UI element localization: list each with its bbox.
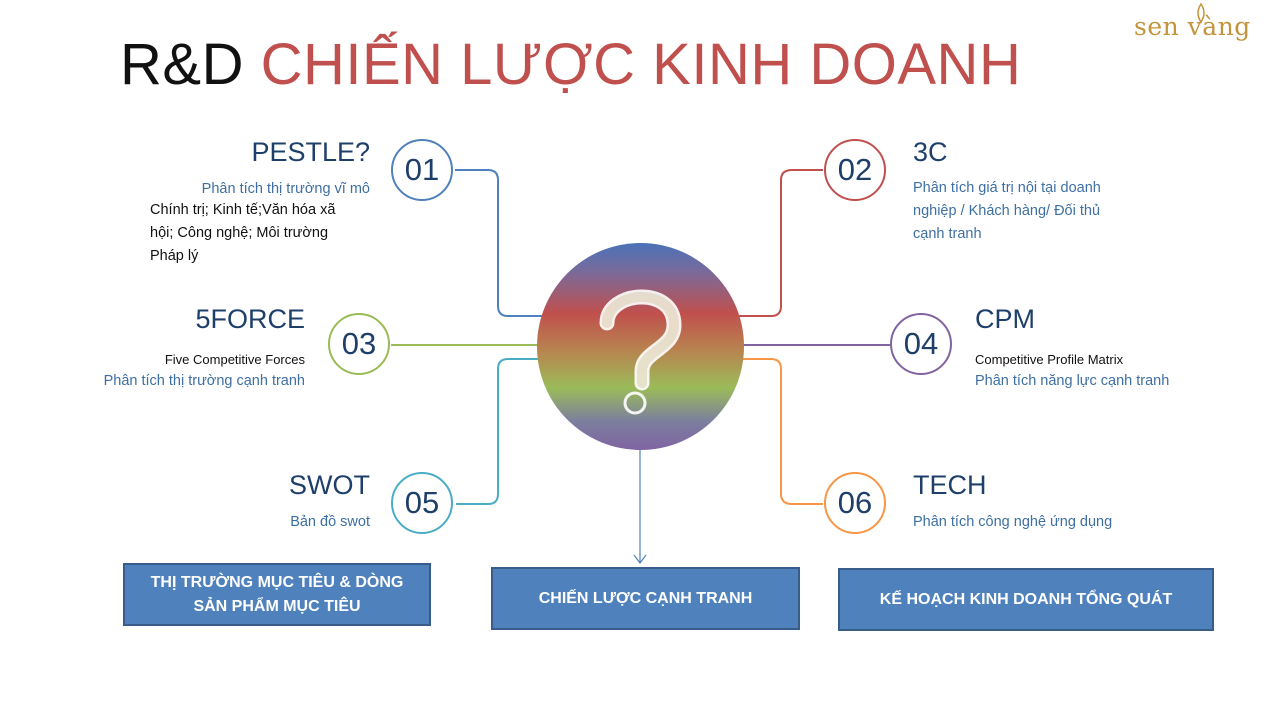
question-mark-icon [599,289,682,415]
number-circle-02: 02 [824,139,886,201]
center-question-circle [537,243,744,450]
item-03-english: Five Competitive Forces [164,352,305,367]
item-04-subtitle: Phân tích năng lực cạnh tranh [975,373,1170,389]
item-04-english: Competitive Profile Matrix [975,352,1124,367]
item-06-subtitle: Phân tích công nghệ ứng dụng [913,514,1113,530]
item-04-title: CPM [975,304,1035,334]
item-05-title: SWOT [289,470,370,500]
number-circle-03: 03 [328,313,390,375]
connector-02 [738,169,823,317]
number-circle-05: 05 [391,472,453,534]
target-market-box: THỊ TRƯỜNG MỤC TIÊU & DÒNG SẢN PHẨM MỤC … [123,563,431,626]
target-market-line1: THỊ TRƯỜNG MỤC TIÊU & DÒNG [150,573,404,591]
item-02-subtitle-line: cạnh tranh [913,226,982,242]
logo-text: sen vàng [1134,12,1251,41]
sen-vang-logo: sen vàng [1132,2,1272,50]
page-title: R&D CHIẾN LƯỢC KINH DOANH [120,30,1021,100]
connector-06 [740,358,823,505]
down-arrow-head [633,554,647,564]
item-02-title: 3C [913,137,948,167]
connector-01 [455,169,548,317]
item-01-title: PESTLE? [251,137,370,167]
item-06-title: TECH [913,470,987,500]
lotus-icon [1197,2,1205,24]
item-01-detail-line: Pháp lý [150,248,199,264]
title-main: CHIẾN LƯỢC KINH DOANH [260,32,1022,97]
business-plan-box: KẾ HOẠCH KINH DOANH TỔNG QUÁT [838,568,1214,631]
item-01-detail-line: Chính trị; Kinh tế;Văn hóa xã [150,202,336,218]
number-circle-06: 06 [824,472,886,534]
number-circle-01: 01 [391,139,453,201]
item-03-title: 5FORCE [195,304,305,334]
item-02-subtitle-line: Phân tích giá trị nội tại doanh [913,180,1101,196]
item-01-details: Chính trị; Kinh tế;Văn hóa xã hội; Công … [150,199,370,268]
title-prefix: R&D [120,32,244,97]
target-market-line2: SẢN PHẨM MỤC TIÊU [193,597,361,615]
item-02-subtitle-line: nghiệp / Khách hàng/ Đối thủ [913,203,1101,219]
competitive-strategy-box: CHIẾN LƯỢC CẠNH TRANH [491,567,800,630]
item-01-detail-line: hội; Công nghệ; Môi trường [150,225,329,241]
item-01-subtitle: Phân tích thị trường vĩ mô [201,181,370,197]
item-03-subtitle: Phân tích thị trường cạnh tranh [103,373,305,389]
item-02-subtitle: Phân tích giá trị nội tại doanh nghiệp /… [913,177,1153,246]
number-circle-04: 04 [890,313,952,375]
connector-05 [456,358,542,505]
item-05-subtitle: Bản đồ swot [290,514,370,530]
